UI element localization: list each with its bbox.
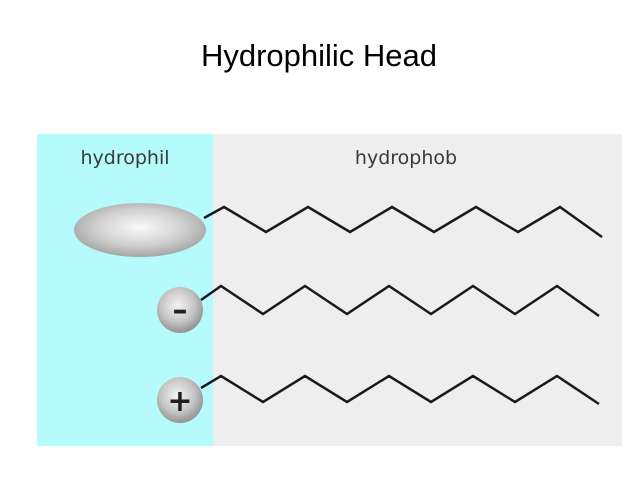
nonionic-head bbox=[74, 203, 206, 257]
hydrocarbon-tail-3 bbox=[200, 374, 600, 406]
minus-sign: – bbox=[173, 293, 188, 328]
anionic-head bbox=[157, 287, 203, 333]
surfactant-diagram: hydrophil hydrophob – + bbox=[37, 134, 622, 446]
plus-sign: + bbox=[167, 384, 192, 419]
cationic-head bbox=[157, 377, 203, 423]
hydrophilic-label: hydrophil bbox=[80, 147, 169, 169]
hydrophobic-label: hydrophob bbox=[355, 147, 457, 169]
hydrocarbon-tail-2 bbox=[200, 284, 600, 318]
slide-title: Hydrophilic Head bbox=[200, 38, 438, 73]
hydrocarbon-tail-1 bbox=[203, 205, 603, 239]
